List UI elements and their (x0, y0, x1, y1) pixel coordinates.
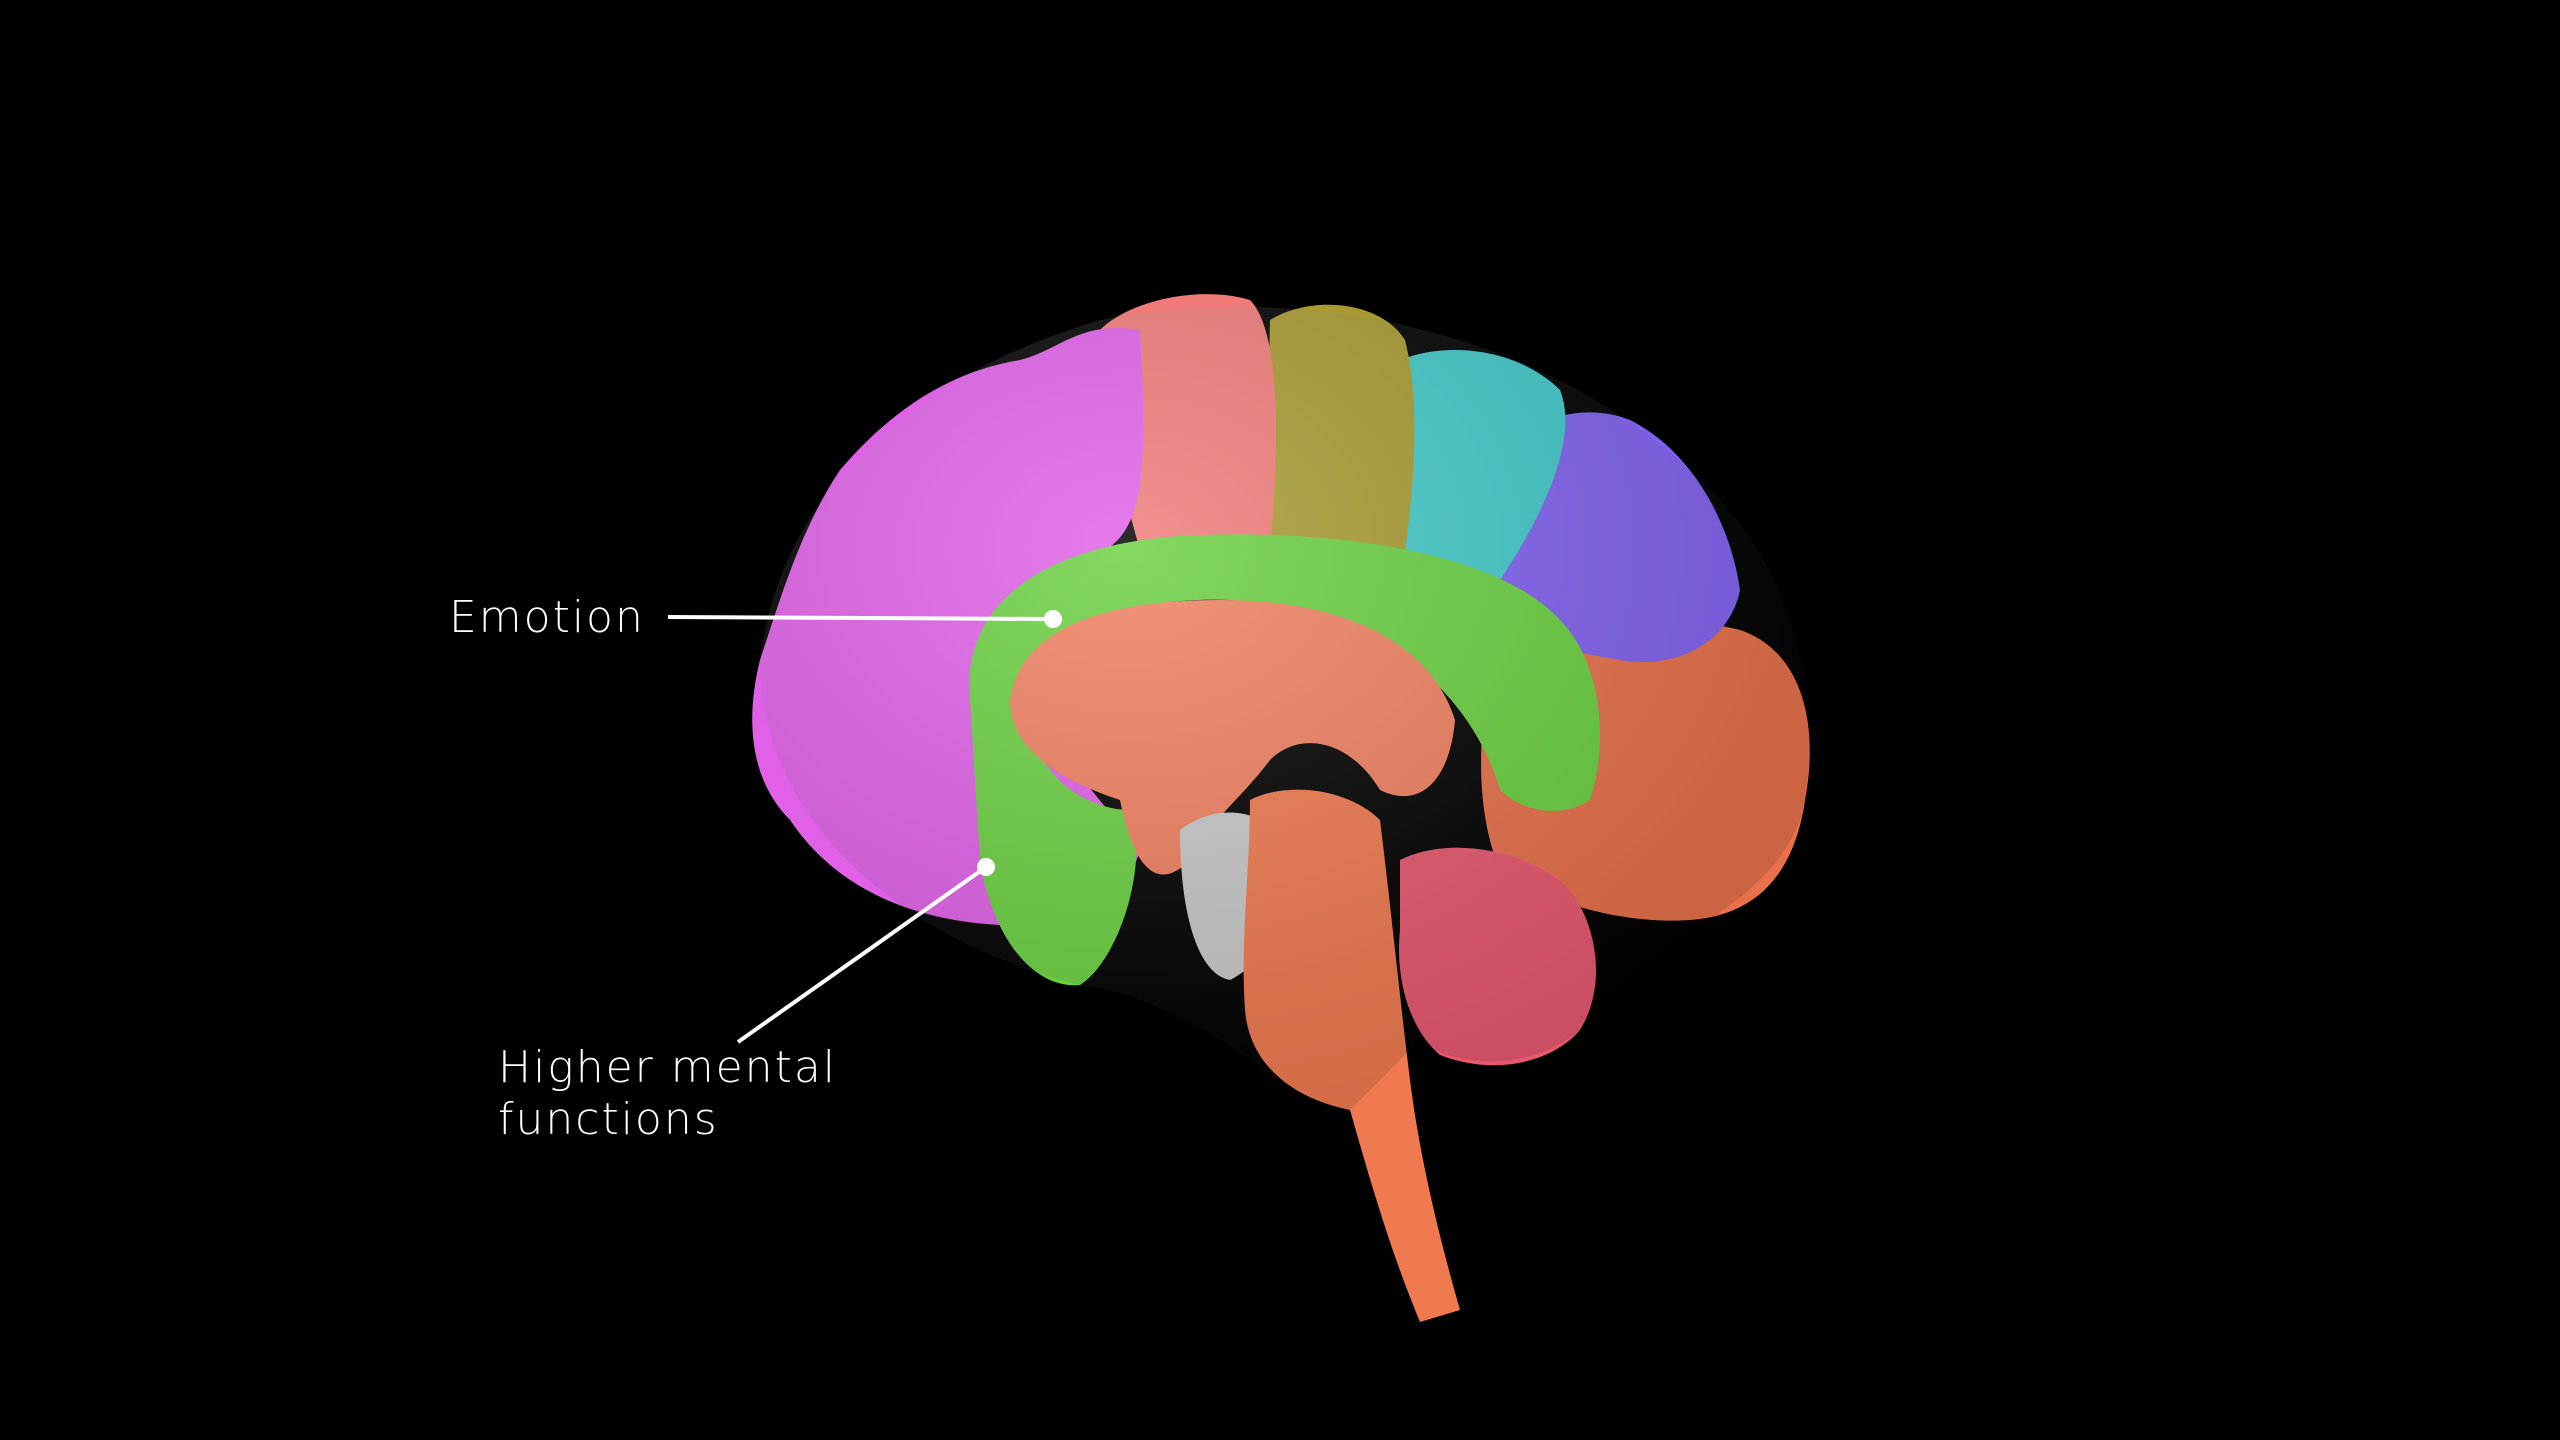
higher-mental-label-line1: Higher mental (498, 1042, 838, 1093)
higher-mental-functions-label: Higher mental functions (498, 1042, 837, 1146)
callout-higher-mental-functions (736, 858, 995, 1044)
emotion-label: Emotion (449, 592, 645, 643)
brain (752, 294, 1810, 1322)
callout-emotion (667, 610, 1062, 628)
higher-mental-label-line2: functions (498, 1094, 719, 1145)
brain-shading (760, 306, 1810, 1110)
